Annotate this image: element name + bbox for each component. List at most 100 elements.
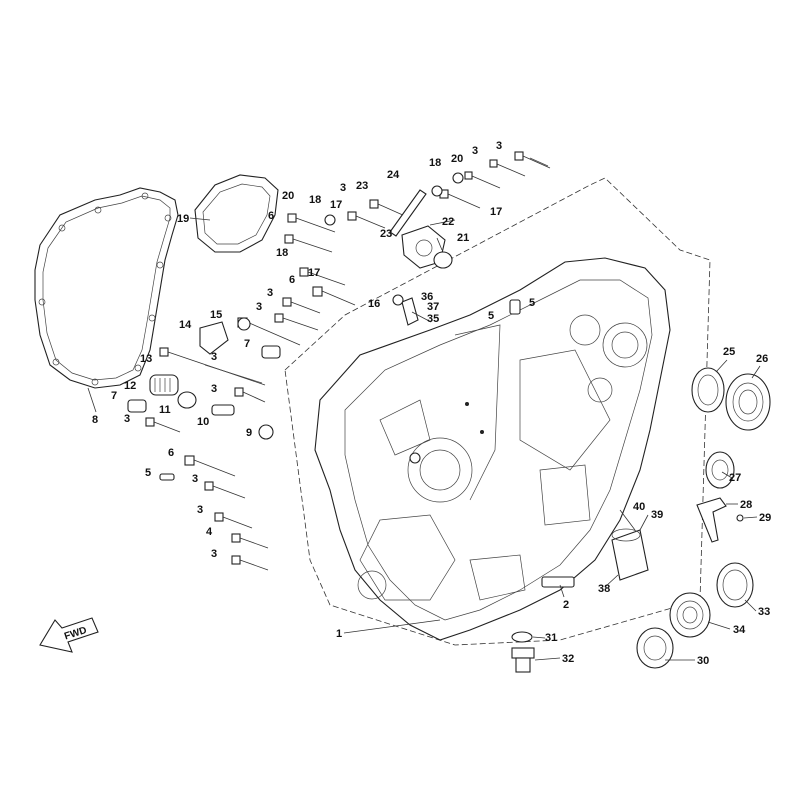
callout-3: 3: [496, 140, 502, 152]
bolt: [369, 199, 406, 217]
callout-28: 28: [740, 499, 752, 511]
bolt: [159, 347, 266, 386]
callout-17: 37: [427, 301, 439, 313]
left-small-parts: [149, 317, 274, 440]
callout-17: 17: [308, 267, 320, 279]
bolt: [514, 151, 551, 169]
crankcase-half: [314, 257, 671, 641]
leader-lines: [87, 217, 761, 661]
callout-17: 17: [330, 199, 342, 211]
washer: [324, 214, 336, 226]
callout-14: 14: [179, 319, 192, 331]
bearings: [611, 367, 771, 669]
callout-13: 13: [140, 353, 152, 365]
callout-36: 36: [421, 291, 433, 303]
callout-20: 20: [282, 190, 294, 202]
callout-29: 29: [759, 512, 771, 524]
washer: [452, 172, 464, 184]
bolt: [284, 234, 333, 253]
callout-26: 26: [756, 353, 768, 365]
o-ring: [433, 251, 453, 269]
washer: [237, 317, 251, 331]
top-parts: [324, 172, 464, 326]
callout-19: 19: [177, 213, 189, 225]
callout-8: 8: [92, 414, 98, 426]
callout-25: 25: [723, 346, 735, 358]
callout-24: 24: [387, 169, 400, 181]
spring: [211, 404, 235, 416]
callout-39: 39: [651, 509, 663, 521]
callout-34: 34: [733, 624, 746, 636]
callout-5: 5: [529, 297, 535, 309]
bolt: [439, 189, 481, 209]
callout-17: 17: [490, 206, 502, 218]
callout-31: 31: [545, 632, 557, 644]
callout-33: 33: [758, 606, 770, 618]
callout-3: 3: [192, 473, 198, 485]
bracket: [541, 576, 575, 588]
callout-4: 4: [206, 526, 213, 538]
callout-3: 3: [267, 287, 273, 299]
bushing: [611, 528, 649, 581]
fitting: [392, 294, 419, 326]
bolt: [489, 159, 526, 177]
callout-2: 2: [563, 599, 569, 611]
callout-3: 3: [124, 413, 130, 425]
dowel-pin: [261, 345, 281, 359]
cover-gasket: [34, 187, 179, 389]
callout-15: 15: [210, 309, 222, 321]
crankcase-envelope: [284, 177, 711, 646]
pin: [159, 473, 175, 481]
ball-bearing: [669, 592, 711, 638]
bolt: [464, 171, 501, 189]
bolt: [347, 211, 386, 229]
callout-5: 5: [145, 467, 151, 479]
callout-20: 20: [451, 153, 463, 165]
callout-18: 18: [276, 247, 288, 259]
bolt: [287, 213, 336, 233]
callout-10: 10: [197, 416, 209, 428]
callout-3: 3: [211, 351, 217, 363]
oil-seal: [716, 562, 754, 608]
fasteners: [127, 151, 551, 571]
callout-6: 6: [168, 447, 174, 459]
washer: [431, 185, 443, 197]
callout-27: 27: [729, 472, 741, 484]
callout-1: 1: [336, 628, 342, 640]
callout-40: 40: [633, 501, 645, 513]
callout-3: 3: [211, 383, 217, 395]
pipe: [389, 189, 427, 237]
washer: [511, 631, 533, 643]
callout-6: 6: [268, 210, 274, 222]
bolt: [184, 455, 236, 477]
oil-strainer: [149, 374, 179, 396]
callout-35: 35: [427, 313, 439, 325]
callout-6: 6: [289, 274, 295, 286]
o-ring: [177, 391, 197, 409]
bolt: [274, 313, 319, 331]
callout-9: 9: [246, 427, 252, 439]
bolt: [312, 286, 356, 306]
callout-7: 7: [111, 390, 117, 402]
ball-bearing: [705, 451, 735, 489]
callout-30: 30: [697, 655, 709, 667]
bottom-parts: [511, 576, 575, 673]
dowel-pin: [127, 399, 147, 413]
callout-22: 22: [442, 216, 454, 228]
callout-7: 7: [244, 338, 250, 350]
bolt: [231, 555, 269, 571]
callout-3: 3: [256, 301, 262, 313]
drain-plug: [511, 647, 535, 673]
bolt: [231, 533, 269, 549]
callouts: 1 2 3 3 3 3 3 3 3 3 3 3 3 4 5 5 5 6 6 6 …: [92, 140, 771, 667]
callout-21: 21: [457, 232, 469, 244]
callout-3: 3: [211, 548, 217, 560]
retainer-plate: [696, 497, 727, 543]
oil-seal: [636, 627, 674, 669]
callout-18: 18: [309, 194, 321, 206]
ball: [258, 424, 274, 440]
bracket: [199, 321, 229, 355]
callout-11: 11: [159, 404, 171, 416]
callout-18: 18: [429, 157, 441, 169]
